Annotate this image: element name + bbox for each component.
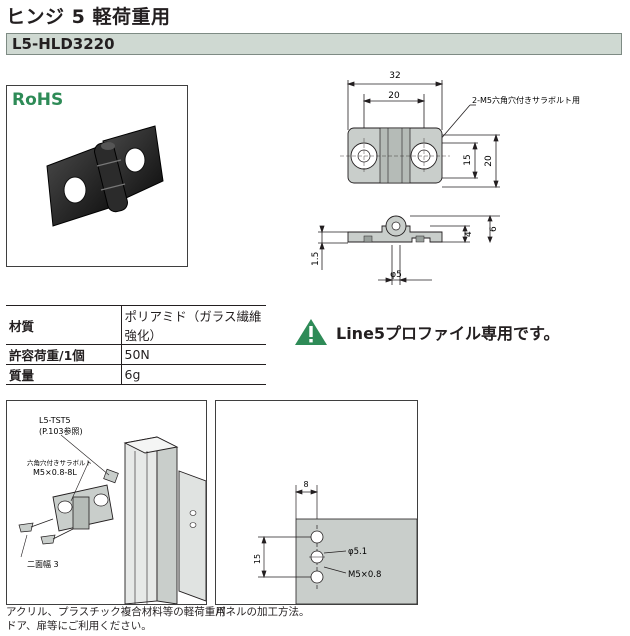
- assembly-panel: L5-TST5 (P.103参照) 六角穴付きサラボルト M5×0.8-8L 二…: [6, 400, 207, 605]
- technical-drawing: 32 20 15 20 2-M5六角穴付きサラボルト用 4 6 1.5 φ5: [311, 71, 580, 285]
- spec-key: 材質: [6, 305, 122, 345]
- panel-machining-diagram: 8 15 φ5.1 M5×0.8: [253, 480, 418, 605]
- spec-row: 許容荷重/1個 50N: [6, 344, 266, 365]
- spec-value: 6g: [121, 364, 266, 385]
- bolt-label: 六角穴付きサラボルト: [27, 458, 92, 467]
- spec-value: 50N: [121, 344, 266, 365]
- rohs-badge: RoHS: [12, 90, 64, 110]
- panel-caption: パネルの加工方法。: [215, 606, 310, 618]
- tap-label: M5×0.8: [348, 570, 381, 580]
- part-code-bar: L5-HLD3220: [6, 33, 622, 55]
- dim-6: 6: [489, 226, 499, 232]
- page-title: ヒンジ 5 軽荷重用: [6, 6, 171, 28]
- dim-15: 15: [463, 154, 473, 165]
- assembly-caption-1: アクリル、プラスチック複合材料等の軽荷重用: [6, 606, 226, 618]
- spec-key: 許容荷重/1個: [6, 344, 122, 365]
- dim-4: 4: [464, 231, 474, 237]
- dim-8: 8: [303, 480, 308, 489]
- assembly-caption-2: ドア、扉等にご利用ください。: [6, 620, 152, 632]
- panel-machining-box: 8 15 φ5.1 M5×0.8: [215, 400, 418, 605]
- dim-20-side: 20: [484, 155, 494, 167]
- assembly-illustration: L5-TST5 (P.103参照) 六角穴付きサラボルト M5×0.8-8L 二…: [18, 416, 207, 605]
- width-label: 二面幅 3: [27, 559, 59, 569]
- spec-row: 質量 6g: [6, 364, 266, 385]
- dim-1-5: 1.5: [311, 252, 321, 266]
- tst-ref: (P.103参照): [39, 426, 83, 436]
- dim-phi5: φ5: [390, 270, 402, 280]
- spec-row: 材質 ポリアミド（ガラス繊維強化）: [6, 305, 266, 345]
- spec-table: 材質 ポリアミド（ガラス繊維強化） 許容荷重/1個 50N 質量 6g: [6, 305, 266, 385]
- hole-label: φ5.1: [348, 547, 367, 557]
- part-code: L5-HLD3220: [12, 35, 115, 53]
- warning-icon: [295, 319, 327, 345]
- dim-15-panel: 15: [253, 554, 262, 564]
- bolt-note: 2-M5六角穴付きサラボルト用: [472, 95, 580, 105]
- product-photo-box: RoHS: [6, 85, 188, 267]
- spec-value: ポリアミド（ガラス繊維強化）: [121, 305, 266, 345]
- dim-32: 32: [389, 71, 400, 81]
- notice-text: Line5プロファイル専用です。: [336, 324, 560, 343]
- tst-label: L5-TST5: [39, 416, 71, 425]
- spec-key: 質量: [6, 364, 122, 385]
- bolt-size: M5×0.8-8L: [33, 468, 77, 477]
- hinge-photo: [46, 125, 164, 227]
- dim-20-top: 20: [388, 91, 400, 101]
